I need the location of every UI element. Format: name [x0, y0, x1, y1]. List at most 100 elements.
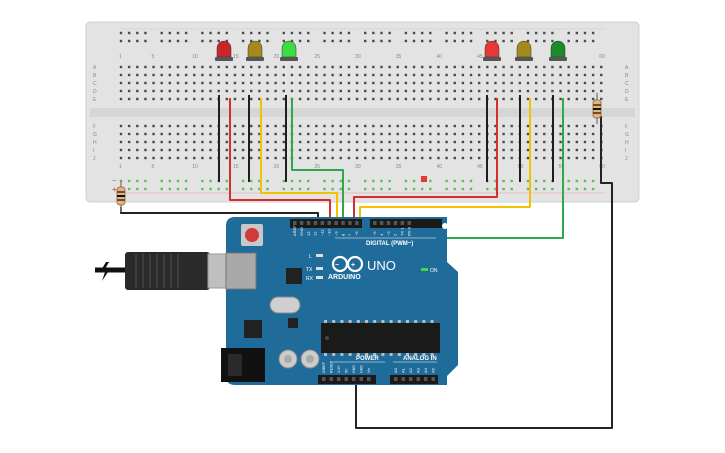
breadboard-hole[interactable] [225, 148, 229, 152]
breadboard-hole[interactable] [201, 148, 204, 152]
breadboard-hole[interactable] [437, 73, 440, 77]
rail-hole[interactable] [486, 187, 489, 191]
digital-pin[interactable] [327, 221, 332, 225]
breadboard-hole[interactable] [258, 89, 261, 93]
breadboard-hole[interactable] [290, 89, 294, 93]
digital-pin-header[interactable] [290, 219, 442, 228]
breadboard-hole[interactable] [502, 81, 505, 85]
breadboard-hole[interactable] [323, 124, 326, 128]
breadboard-hole[interactable] [152, 73, 155, 77]
breadboard-hole[interactable] [372, 73, 375, 77]
breadboard-hole[interactable] [168, 140, 172, 144]
breadboard-hole[interactable] [461, 132, 465, 136]
breadboard-hole[interactable] [241, 81, 245, 85]
breadboard-hole[interactable] [404, 124, 408, 128]
rail-hole[interactable] [420, 31, 424, 35]
breadboard-hole[interactable] [307, 73, 310, 77]
breadboard-hole[interactable] [518, 73, 522, 77]
breadboard-hole[interactable] [404, 89, 408, 93]
power-pin[interactable] [359, 377, 364, 381]
rail-hole[interactable] [250, 179, 253, 183]
rail-hole[interactable] [469, 179, 473, 183]
rail-hole[interactable] [526, 31, 530, 35]
breadboard-hole[interactable] [127, 124, 131, 128]
breadboard-hole[interactable] [209, 124, 212, 128]
breadboard-hole[interactable] [429, 81, 432, 85]
breadboard-hole[interactable] [469, 148, 473, 152]
rail-hole[interactable] [461, 31, 465, 35]
rail-hole[interactable] [388, 187, 391, 191]
breadboard-hole[interactable] [534, 65, 538, 69]
breadboard-hole[interactable] [250, 97, 253, 101]
breadboard-hole[interactable] [364, 73, 367, 77]
breadboard-hole[interactable] [445, 148, 448, 152]
rail-hole[interactable] [347, 39, 351, 43]
rail-hole[interactable] [404, 31, 408, 35]
rail-hole[interactable] [307, 31, 310, 35]
breadboard-hole[interactable] [567, 124, 570, 128]
breadboard-hole[interactable] [282, 81, 285, 85]
rail-hole[interactable] [486, 39, 489, 43]
rail-hole[interactable] [404, 39, 408, 43]
breadboard-hole[interactable] [168, 81, 172, 85]
rail-hole[interactable] [176, 39, 180, 43]
rail-hole[interactable] [502, 39, 505, 43]
rail-hole[interactable] [412, 179, 416, 183]
breadboard-hole[interactable] [412, 156, 416, 160]
breadboard-hole[interactable] [461, 140, 465, 144]
breadboard-hole[interactable] [225, 140, 229, 144]
breadboard-hole[interactable] [575, 97, 579, 101]
breadboard-hole[interactable] [355, 65, 359, 69]
rail-hole[interactable] [429, 39, 432, 43]
breadboard-hole[interactable] [518, 81, 522, 85]
breadboard-hole[interactable] [567, 89, 570, 93]
rail-hole[interactable] [502, 179, 505, 183]
breadboard-hole[interactable] [119, 65, 123, 69]
breadboard-hole[interactable] [534, 140, 538, 144]
breadboard-hole[interactable] [347, 148, 351, 152]
breadboard-hole[interactable] [347, 132, 351, 136]
breadboard-hole[interactable] [388, 124, 391, 128]
breadboard-hole[interactable] [315, 148, 318, 152]
breadboard-hole[interactable] [404, 140, 408, 144]
breadboard-hole[interactable] [217, 81, 220, 85]
breadboard-hole[interactable] [127, 81, 131, 85]
breadboard-hole[interactable] [266, 89, 269, 93]
rail-hole[interactable] [420, 187, 424, 191]
breadboard-hole[interactable] [209, 148, 212, 152]
rail-hole[interactable] [372, 179, 375, 183]
breadboard-hole[interactable] [591, 140, 595, 144]
rail-hole[interactable] [168, 31, 172, 35]
breadboard-hole[interactable] [233, 148, 237, 152]
rail-hole[interactable] [266, 179, 269, 183]
breadboard-hole[interactable] [209, 132, 212, 136]
breadboard-hole[interactable] [453, 124, 456, 128]
breadboard-hole[interactable] [307, 97, 310, 101]
breadboard-hole[interactable] [331, 124, 334, 128]
breadboard-hole[interactable] [233, 81, 237, 85]
rail-hole[interactable] [331, 179, 334, 183]
breadboard-hole[interactable] [201, 124, 204, 128]
rail-hole[interactable] [502, 31, 505, 35]
breadboard-hole[interactable] [323, 132, 326, 136]
rail-hole[interactable] [323, 39, 326, 43]
breadboard-hole[interactable] [600, 97, 603, 101]
breadboard-hole[interactable] [510, 81, 513, 85]
digital-pin[interactable] [393, 221, 398, 225]
digital-pin[interactable] [386, 221, 391, 225]
rail-hole[interactable] [323, 31, 326, 35]
rail-hole[interactable] [347, 179, 351, 183]
breadboard-hole[interactable] [388, 148, 391, 152]
breadboard-hole[interactable] [575, 132, 579, 136]
breadboard-hole[interactable] [575, 148, 579, 152]
breadboard-hole[interactable] [453, 97, 456, 101]
rail-hole[interactable] [412, 31, 416, 35]
breadboard-hole[interactable] [127, 148, 131, 152]
breadboard-hole[interactable] [510, 156, 513, 160]
breadboard-hole[interactable] [225, 81, 229, 85]
power-pin-header[interactable] [318, 375, 376, 384]
rail-hole[interactable] [127, 179, 131, 183]
breadboard-hole[interactable] [559, 97, 562, 101]
rail-hole[interactable] [168, 179, 172, 183]
